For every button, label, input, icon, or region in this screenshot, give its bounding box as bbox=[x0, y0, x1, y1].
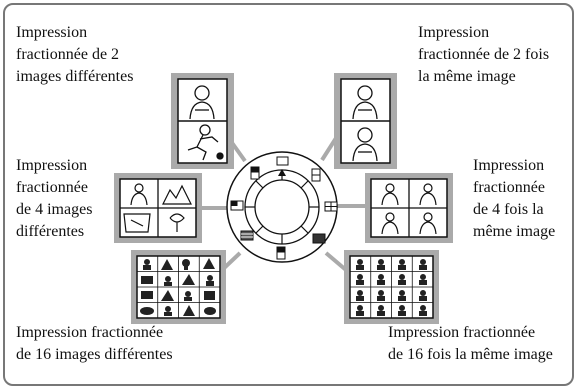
four-different-icon bbox=[230, 200, 244, 211]
label-16-different: Impression fractionnée de 16 images diff… bbox=[16, 324, 173, 363]
running-person-icon bbox=[187, 124, 224, 161]
label-2-different: Impression fractionnée de 2 images diffé… bbox=[16, 24, 134, 85]
four-same-icon bbox=[324, 201, 338, 212]
mode-dial[interactable] bbox=[226, 151, 338, 263]
thumb-16-different bbox=[131, 250, 226, 324]
dial-pointer-icon bbox=[278, 169, 286, 176]
thumb-16-same bbox=[344, 250, 439, 324]
two-same-icon bbox=[311, 168, 321, 182]
single-icon bbox=[276, 156, 289, 166]
sixteen-different-icon bbox=[240, 230, 254, 241]
two-different-small-icon bbox=[276, 246, 286, 260]
thumb-4-same bbox=[365, 173, 453, 243]
thumb-4-different bbox=[114, 173, 202, 243]
label-4-same: Impression fractionnée de 4 fois la même… bbox=[473, 157, 556, 240]
label-2-same: Impression fractionnée de 2 fois la même… bbox=[418, 24, 550, 85]
label-4-different: Impression fractionnée de 4 images diffé… bbox=[16, 157, 93, 240]
thumb-2-same bbox=[334, 73, 397, 169]
connector-bottom-right bbox=[324, 251, 348, 272]
label-16-same: Impression fractionnée de 16 fois la mêm… bbox=[388, 324, 553, 363]
two-different-icon bbox=[250, 166, 260, 180]
sixteen-same-icon bbox=[312, 233, 326, 244]
person-icon bbox=[189, 85, 215, 120]
person-icon bbox=[352, 85, 378, 162]
thumb-2-different bbox=[171, 73, 234, 169]
